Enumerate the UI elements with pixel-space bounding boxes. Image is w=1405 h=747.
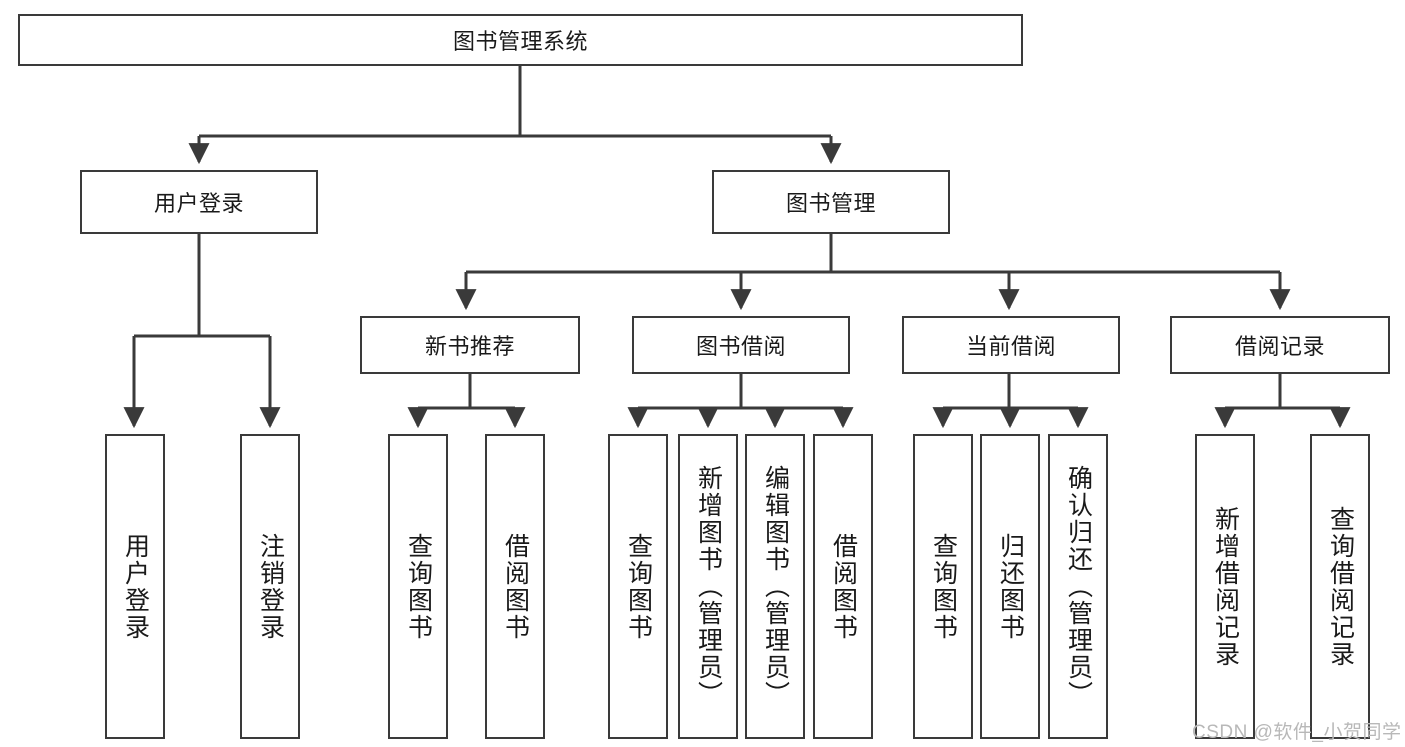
node-label: 图书借阅 (695, 334, 786, 359)
leaf-logout[interactable]: 注销登录 (240, 434, 300, 739)
node-label: 查询图书 (404, 532, 433, 641)
node-root-system[interactable]: 图书管理系统 (18, 14, 1023, 66)
leaf-edit-book-admin[interactable]: 编辑图书（管理员） (745, 434, 805, 739)
leaf-return-book[interactable]: 归还图书 (980, 434, 1040, 739)
leaf-query-book-current[interactable]: 查询图书 (913, 434, 973, 739)
node-label: 新增图书（管理员） (694, 465, 723, 708)
leaf-query-book-borrow[interactable]: 查询图书 (608, 434, 668, 739)
leaf-add-book-admin[interactable]: 新增图书（管理员） (678, 434, 738, 739)
node-label: 查询图书 (929, 532, 958, 641)
node-label: 图书管理 (785, 191, 876, 216)
node-label: 归还图书 (996, 532, 1025, 641)
node-label: 借阅图书 (501, 532, 530, 641)
node-book-borrow[interactable]: 图书借阅 (632, 316, 850, 374)
leaf-confirm-return-admin[interactable]: 确认归还（管理员） (1048, 434, 1108, 739)
node-user-login[interactable]: 用户登录 (80, 170, 318, 234)
node-label: 用户登录 (121, 532, 150, 641)
node-label: 当前借阅 (965, 334, 1056, 359)
leaf-query-borrow-record[interactable]: 查询借阅记录 (1310, 434, 1370, 739)
leaf-borrow-book-rec[interactable]: 借阅图书 (485, 434, 545, 739)
node-book-management[interactable]: 图书管理 (712, 170, 950, 234)
node-label: 新增借阅记录 (1211, 505, 1240, 668)
node-label: 查询借阅记录 (1326, 505, 1355, 668)
node-borrow-record[interactable]: 借阅记录 (1170, 316, 1390, 374)
node-label: 注销登录 (256, 532, 285, 641)
node-label: 用户登录 (153, 191, 244, 216)
node-new-book-recommend[interactable]: 新书推荐 (360, 316, 580, 374)
node-label: 新书推荐 (424, 334, 515, 359)
leaf-borrow-book[interactable]: 借阅图书 (813, 434, 873, 739)
node-label: 借阅图书 (829, 532, 858, 641)
leaf-user-login[interactable]: 用户登录 (105, 434, 165, 739)
node-label: 借阅记录 (1234, 334, 1325, 359)
node-label: 编辑图书（管理员） (761, 465, 790, 708)
leaf-add-borrow-record[interactable]: 新增借阅记录 (1195, 434, 1255, 739)
node-current-borrow[interactable]: 当前借阅 (902, 316, 1120, 374)
node-label: 确认归还（管理员） (1064, 465, 1093, 708)
node-label: 图书管理系统 (452, 29, 588, 54)
node-label: 查询图书 (624, 532, 653, 641)
leaf-query-book-rec[interactable]: 查询图书 (388, 434, 448, 739)
